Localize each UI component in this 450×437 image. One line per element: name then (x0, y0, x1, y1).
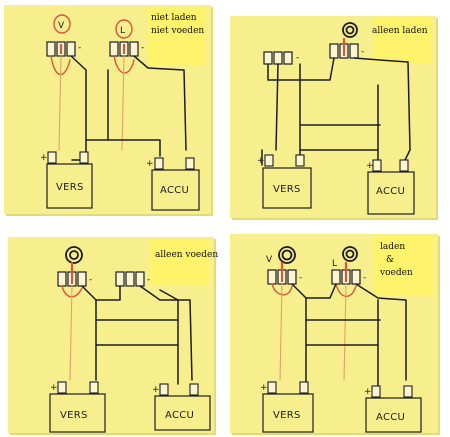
panel-alleen-voeden: alleen voeden - - (8, 237, 218, 435)
plus-sign: + (364, 387, 372, 397)
panel-niet-laden-niet-voeden: niet laden niet voeden V L - - (4, 5, 213, 216)
vers-box (49, 393, 106, 433)
panel-label-line-2: niet voeden (151, 26, 204, 36)
vers-box-label: VERS (60, 410, 88, 421)
panel-label-line-3: voeden (379, 268, 413, 278)
lamp-right: L (332, 246, 358, 269)
switch-letter-l: L (332, 259, 337, 269)
terminals-right: + (366, 159, 409, 172)
switch-letter-v: V (266, 255, 273, 265)
panel-label-line-1: niet laden (151, 13, 197, 23)
vers-box-label: VERS (56, 182, 84, 193)
accu-box-label: ACCU (376, 186, 405, 197)
minus-sign: - (89, 275, 92, 285)
svg-text:L: L (120, 26, 125, 36)
wires (50, 55, 187, 161)
lamp-left (65, 246, 83, 264)
terminals-left: + (50, 381, 99, 394)
switch-right: - (329, 38, 364, 59)
switch-left: - (267, 262, 302, 285)
accu-box (151, 169, 200, 211)
panel-label-line-2: & (386, 255, 394, 265)
svg-text:V: V (58, 21, 65, 31)
plus-sign: + (152, 385, 160, 395)
minus-sign: - (361, 47, 364, 57)
panel-label-line-1: alleen voeden (155, 250, 218, 260)
lamp-left: V (266, 246, 296, 265)
minus-sign: - (147, 275, 150, 285)
switch-left: - (263, 51, 299, 65)
vers-box (46, 163, 93, 209)
wires (271, 283, 407, 387)
vers-box-label: VERS (273, 410, 301, 421)
label-box (374, 236, 434, 296)
terminals-right: + (146, 157, 195, 170)
terminals-right: + (364, 385, 413, 398)
accu-box (367, 171, 415, 215)
label-box (150, 240, 210, 286)
terminals-right: + (152, 383, 199, 396)
label-box (148, 8, 206, 66)
accu-box-label: ACCU (160, 185, 189, 196)
lamp-right (342, 22, 358, 38)
accu-box-label: ACCU (376, 412, 405, 423)
panel-laden-en-voeden: laden & voeden V L - - (230, 234, 440, 435)
panel-label-line-1: alleen laden (372, 26, 428, 36)
label-box (374, 18, 432, 64)
switch-letter-l: L (115, 19, 133, 39)
accu-box (154, 395, 211, 431)
terminals-left: + (257, 154, 305, 167)
plus-sign: + (260, 383, 268, 393)
minus-sign: - (78, 43, 81, 53)
plus-sign: + (146, 159, 154, 169)
vers-box (262, 167, 312, 209)
minus-sign: - (299, 273, 302, 283)
plus-sign: + (40, 153, 48, 163)
panel-label-line-1: laden (380, 242, 405, 252)
wires (261, 57, 411, 166)
terminals-left: + (40, 151, 89, 164)
plus-sign: + (257, 156, 265, 166)
minus-sign: - (363, 273, 366, 283)
minus-sign: - (141, 43, 144, 53)
plus-sign: + (50, 383, 58, 393)
minus-sign: - (296, 53, 299, 63)
plus-sign: + (366, 161, 374, 171)
accu-box (365, 397, 422, 433)
switch-letter-v: V (53, 14, 71, 34)
vers-box (262, 393, 314, 433)
accu-box-label: ACCU (165, 410, 194, 421)
terminals-left: + (260, 381, 309, 394)
panel-alleen-laden: alleen laden - - (230, 16, 438, 220)
vers-box-label: VERS (273, 184, 301, 195)
wires (61, 285, 193, 385)
